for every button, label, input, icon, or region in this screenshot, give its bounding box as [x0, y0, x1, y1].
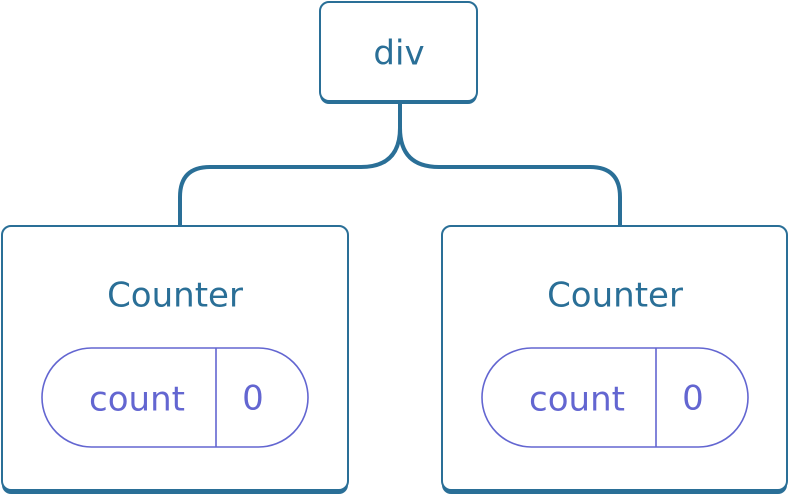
- child-node-right: Counter count 0: [441, 225, 788, 494]
- state-value-left: 0: [242, 379, 264, 419]
- tree-connectors: [178, 102, 622, 228]
- state-pill-right: count 0: [481, 347, 749, 448]
- child-node-left: Counter count 0: [1, 225, 349, 494]
- state-pill-right-outline: [481, 347, 749, 448]
- root-node-label: div: [373, 34, 424, 74]
- root-node-box: [319, 1, 478, 102]
- state-pill-left: count 0: [41, 347, 309, 448]
- connector-left-branch: [178, 126, 402, 228]
- state-pill-left-outline: [41, 347, 309, 448]
- connector-right-branch: [398, 126, 622, 228]
- child-node-right-label: Counter: [547, 276, 683, 316]
- state-value-right: 0: [682, 379, 704, 419]
- child-node-left-label: Counter: [107, 276, 243, 316]
- root-node: div: [319, 1, 478, 104]
- state-name-left: count: [89, 380, 185, 420]
- state-name-right: count: [529, 380, 625, 420]
